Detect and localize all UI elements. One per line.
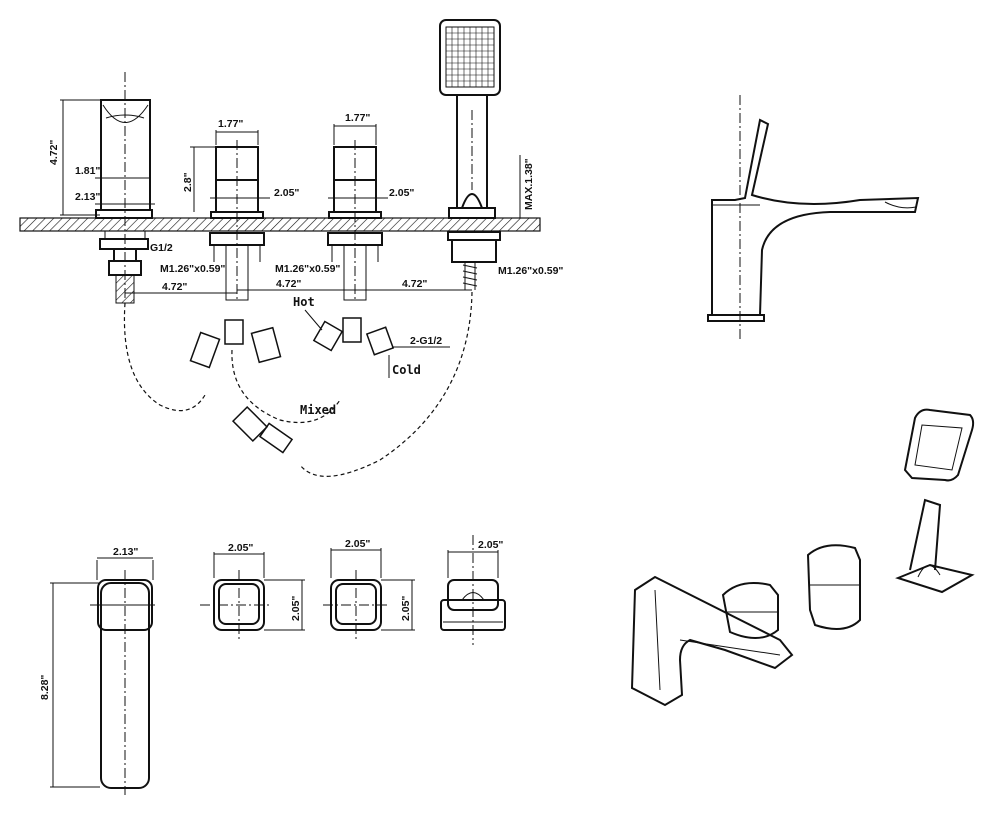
handle-width-label: 2.05" — [228, 542, 253, 554]
spout-front-view: G1/2 4.72" 1.81" 2.13" — [48, 72, 173, 304]
spout-base-label: 2.13" — [75, 191, 100, 203]
hand-shower-front: MAX.1.38" M1.26"x0.59" — [439, 19, 563, 290]
cold-label: Cold — [392, 363, 421, 377]
deck-section — [19, 217, 541, 232]
faucet-isometric-view — [630, 408, 975, 707]
inlet-label: 2-G1/2 — [410, 335, 442, 347]
spacing-label: 4.72" — [276, 278, 301, 290]
faucet-side-view — [707, 95, 920, 340]
shower-top-view: 2.05" — [440, 535, 506, 645]
valve-thread-label: M1.26"x0.59" — [275, 263, 340, 275]
valve-base-label: 2.05" — [389, 187, 414, 199]
spout-thread-label: G1/2 — [150, 242, 173, 254]
max-deck-label: MAX.1.38" — [523, 158, 535, 210]
valve-width-label: 1.77" — [345, 112, 370, 124]
handle-top-view-1: 2.05" 2.05" — [200, 542, 305, 640]
valve-thread-label: M1.26"x0.59" — [160, 263, 225, 275]
shower-width-label: 2.05" — [478, 539, 503, 551]
handle-depth-label: 2.05" — [290, 596, 302, 621]
hot-label: Hot — [293, 295, 315, 309]
shower-thread-label: M1.26"x0.59" — [498, 265, 563, 277]
spout-height-label: 4.72" — [48, 140, 60, 165]
valve-hot-front: 1.77" 2.8" 2.05" M1.26"x0.59" — [160, 118, 299, 301]
spacing-label: 4.72" — [402, 278, 427, 290]
spacing-dimensions: 4.72" 4.72" 4.72" — [125, 278, 472, 294]
handle-depth-label: 2.05" — [400, 596, 412, 621]
spout-top-view: 2.13" 8.28" — [39, 546, 155, 795]
valve-base-label: 2.05" — [274, 187, 299, 199]
valve-height-label: 2.8" — [182, 172, 194, 192]
valve-cold-front: 1.77" 2.05" M1.26"x0.59" — [275, 112, 414, 301]
handle-width-label: 2.05" — [345, 538, 370, 550]
mixed-label: Mixed — [300, 403, 336, 417]
handle-top-view-2: 2.05" 2.05" — [323, 538, 415, 640]
spout-width-label: 2.13" — [113, 546, 138, 558]
spacing-label: 4.72" — [162, 281, 187, 293]
hoses: Hot Cold Mixed 2-G1/2 — [123, 291, 473, 477]
valve-width-label: 1.77" — [218, 118, 243, 130]
spout-depth-label: 1.81" — [75, 165, 100, 177]
spout-length-label: 8.28" — [39, 675, 51, 700]
